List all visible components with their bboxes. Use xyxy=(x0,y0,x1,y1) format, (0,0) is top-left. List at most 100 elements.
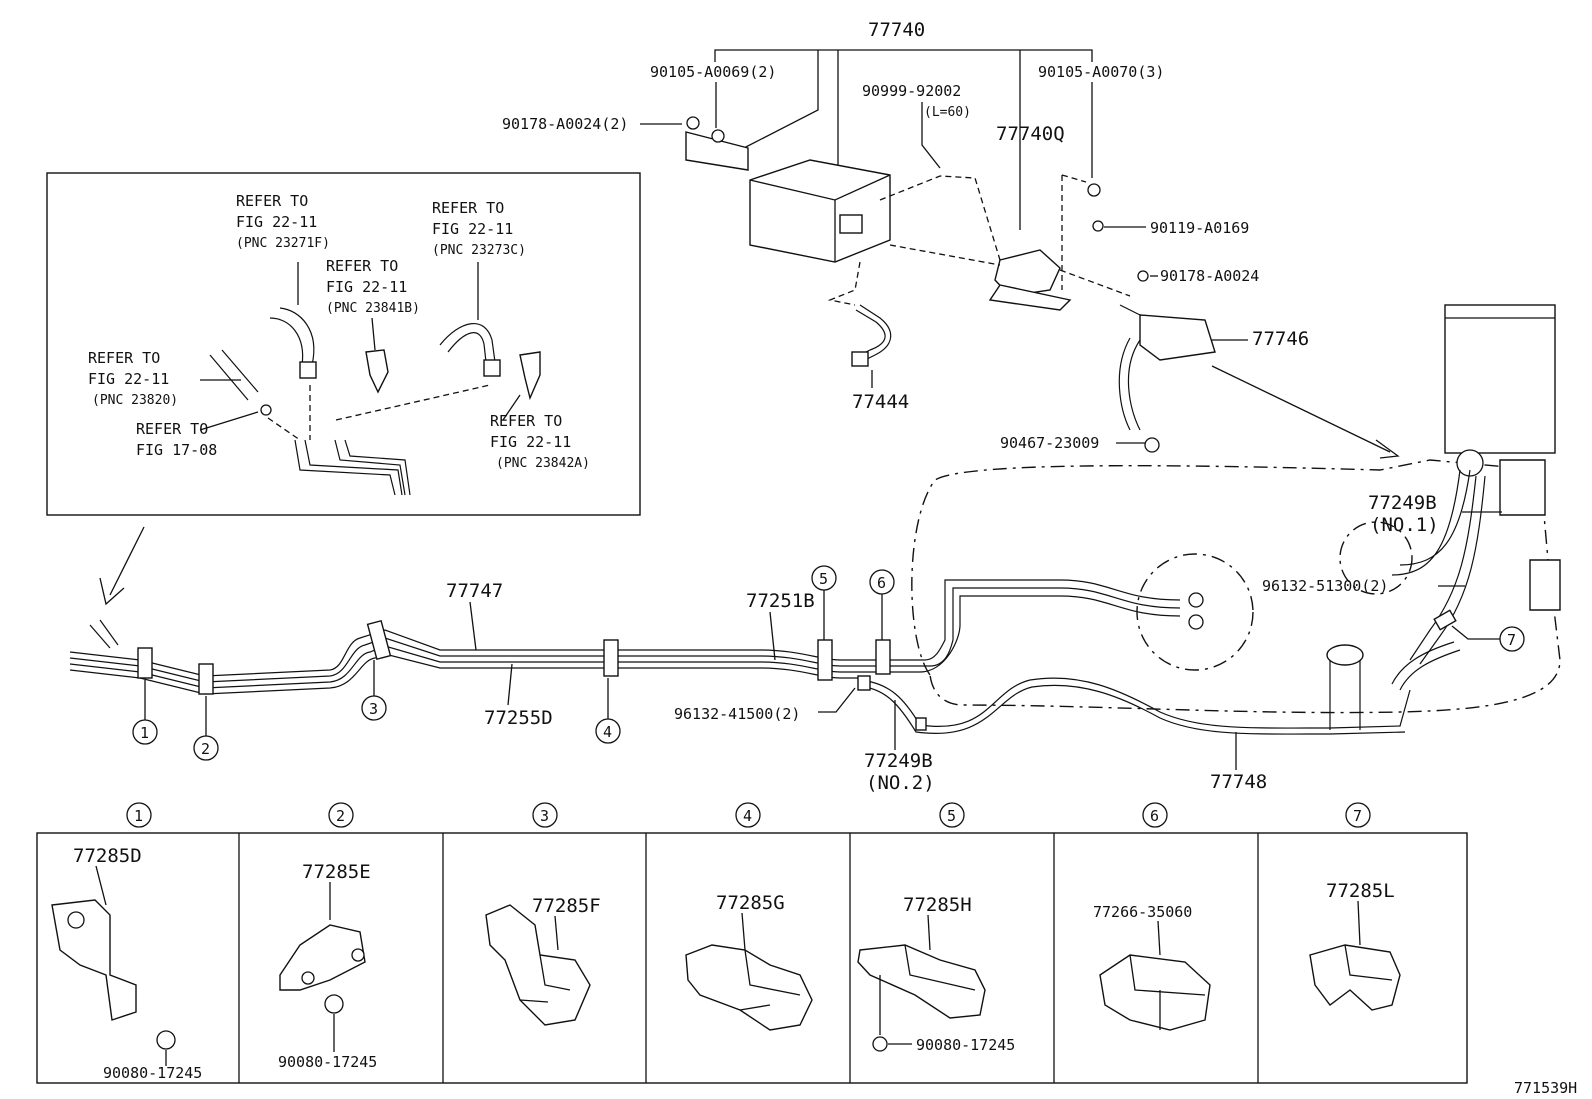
label-96132-41500[interactable]: 96132-41500(2) xyxy=(674,705,800,723)
detail-num-5[interactable]: 5 xyxy=(947,807,956,825)
inset-ref1-pnc[interactable]: (PNC 23271F) xyxy=(236,236,330,251)
inset-ref6-line2[interactable]: FIG 22-11 xyxy=(490,433,571,451)
inset-pipe-23820 xyxy=(209,349,259,401)
detail-num-2[interactable]: 2 xyxy=(336,807,345,825)
inset-ref5-line1[interactable]: REFER TO xyxy=(136,420,208,438)
pump-port-1 xyxy=(1188,592,1204,608)
inset-connector-2 xyxy=(483,359,501,377)
label-96132-51300[interactable]: 96132-51300(2) xyxy=(1262,577,1388,595)
detail-fastener-2[interactable]: 90080-17245 xyxy=(278,1053,377,1071)
inset-panel: REFER TO FIG 22-11 (PNC 23271F) REFER TO… xyxy=(46,172,641,516)
vsv-valve xyxy=(994,249,1061,297)
inset-ref3-pnc[interactable]: (PNC 23273C) xyxy=(432,243,526,258)
detail-part-1[interactable]: 77285D xyxy=(73,845,142,867)
leader-77251b xyxy=(769,611,776,661)
detail-num-3[interactable]: 3 xyxy=(540,807,549,825)
detail-circle-4 xyxy=(735,802,761,828)
label-no2[interactable]: (NO.2) xyxy=(866,772,935,794)
detail-num-7[interactable]: 7 xyxy=(1353,807,1362,825)
bolt-90119-icon xyxy=(1092,220,1104,232)
callout-5[interactable]: 5 xyxy=(819,570,828,588)
label-90467-23009[interactable]: 90467-23009 xyxy=(1000,434,1099,452)
figure-code[interactable]: 771539H xyxy=(1514,1079,1577,1097)
filler-pipe xyxy=(1329,660,1361,730)
inset-ref5-line2[interactable]: FIG 17-08 xyxy=(136,441,217,459)
label-77747[interactable]: 77747 xyxy=(446,580,503,602)
pipe-77747-b xyxy=(69,587,1181,683)
detail-num-4[interactable]: 4 xyxy=(743,807,752,825)
hose-joint-icon xyxy=(915,717,927,731)
label-77748[interactable]: 77748 xyxy=(1210,771,1267,793)
detail-num-1[interactable]: 1 xyxy=(134,807,143,825)
sub-canister-port-1 xyxy=(1456,449,1484,477)
label-90105-a0069[interactable]: 90105-A0069(2) xyxy=(650,63,776,81)
detail-part-6[interactable]: 77266-35060 xyxy=(1093,903,1192,921)
clamp-77285g-detail xyxy=(739,949,801,1011)
pump-port-2 xyxy=(1188,614,1204,630)
inset-ref3-line2[interactable]: FIG 22-11 xyxy=(432,220,513,238)
pipe-77747-a xyxy=(69,579,1181,677)
leader-77747 xyxy=(469,601,477,651)
filler-neck xyxy=(1326,644,1364,666)
inset-ref1-line1[interactable]: REFER TO xyxy=(236,192,308,210)
label-77740[interactable]: 77740 xyxy=(868,19,925,41)
clamp-77266-drawing xyxy=(1099,954,1211,1031)
label-90178-a0024-2[interactable]: 90178-A0024(2) xyxy=(502,115,628,133)
callout-4[interactable]: 4 xyxy=(603,723,612,741)
inset-ref2-line2[interactable]: FIG 22-11 xyxy=(326,278,407,296)
clamp-96132-41500-icon xyxy=(857,675,871,691)
label-77255d[interactable]: 77255D xyxy=(484,707,553,729)
label-77249b-no1[interactable]: 77249B xyxy=(1368,492,1437,514)
inset-ref2-pnc[interactable]: (PNC 23841B) xyxy=(326,301,420,316)
inset-ref2-line1[interactable]: REFER TO xyxy=(326,257,398,275)
inset-ref4-pnc[interactable]: (PNC 23820) xyxy=(92,393,178,408)
arrow-inset-to-pipes xyxy=(99,526,145,606)
tank-sender-outline xyxy=(1339,521,1413,595)
detail-num-6[interactable]: 6 xyxy=(1150,807,1159,825)
clamp-77285g-drawing xyxy=(685,944,813,1031)
detail-part-4[interactable]: 77285G xyxy=(716,892,785,914)
label-90119-a0169[interactable]: 90119-A0169 xyxy=(1150,219,1249,237)
detail-part-2[interactable]: 77285E xyxy=(302,861,371,883)
inset-dashed-leaders xyxy=(267,384,491,441)
label-77444[interactable]: 77444 xyxy=(852,391,909,413)
inset-ref6-pnc[interactable]: (PNC 23842A) xyxy=(496,456,590,471)
inset-clip-23841b xyxy=(365,349,389,394)
inset-ref3-line1[interactable]: REFER TO xyxy=(432,199,504,217)
callout-1[interactable]: 1 xyxy=(140,724,149,742)
label-90999-92002[interactable]: 90999-92002 xyxy=(862,82,961,100)
label-l60[interactable]: (L=60) xyxy=(924,105,971,120)
inset-ref4-line1[interactable]: REFER TO xyxy=(88,349,160,367)
detail-fastener-1[interactable]: 90080-17245 xyxy=(103,1064,202,1082)
callout-2[interactable]: 2 xyxy=(201,740,210,758)
callout-6[interactable]: 6 xyxy=(877,574,886,592)
label-77249b-no2[interactable]: 77249B xyxy=(864,750,933,772)
label-90105-a0070[interactable]: 90105-A0070(3) xyxy=(1038,63,1164,81)
leader-77740-bracket xyxy=(714,49,1093,62)
detail-part-3[interactable]: 77285F xyxy=(532,895,601,917)
callout-7[interactable]: 7 xyxy=(1507,631,1516,649)
callout-3[interactable]: 3 xyxy=(369,700,378,718)
canister-edges xyxy=(749,174,891,262)
breather-hose xyxy=(1391,641,1461,691)
canister-bracket xyxy=(685,131,749,171)
inset-ref4-line2[interactable]: FIG 22-11 xyxy=(88,370,169,388)
sub-canister-77740 xyxy=(1444,304,1556,454)
detail-part-5[interactable]: 77285H xyxy=(903,894,972,916)
label-77746[interactable]: 77746 xyxy=(1252,328,1309,350)
clamp-77285l-drawing xyxy=(1309,944,1401,1011)
inset-connector-1 xyxy=(299,361,317,379)
label-no1[interactable]: (NO.1) xyxy=(1370,514,1439,536)
inset-ref1-line2[interactable]: FIG 22-11 xyxy=(236,213,317,231)
detail-fastener-5[interactable]: 90080-17245 xyxy=(916,1036,1015,1054)
label-77740q[interactable]: 77740Q xyxy=(996,123,1065,145)
label-77251b[interactable]: 77251B xyxy=(746,590,815,612)
nut-90080-icon-5 xyxy=(872,1036,888,1052)
inset-clip-23842a xyxy=(519,351,541,401)
detail-circle-6 xyxy=(1142,802,1168,828)
clamp-3-icon xyxy=(366,619,392,661)
label-90178-a0024[interactable]: 90178-A0024 xyxy=(1160,267,1259,285)
detail-part-7[interactable]: 77285L xyxy=(1326,880,1395,902)
charcoal-canister xyxy=(749,159,891,263)
inset-ref6-line1[interactable]: REFER TO xyxy=(490,412,562,430)
